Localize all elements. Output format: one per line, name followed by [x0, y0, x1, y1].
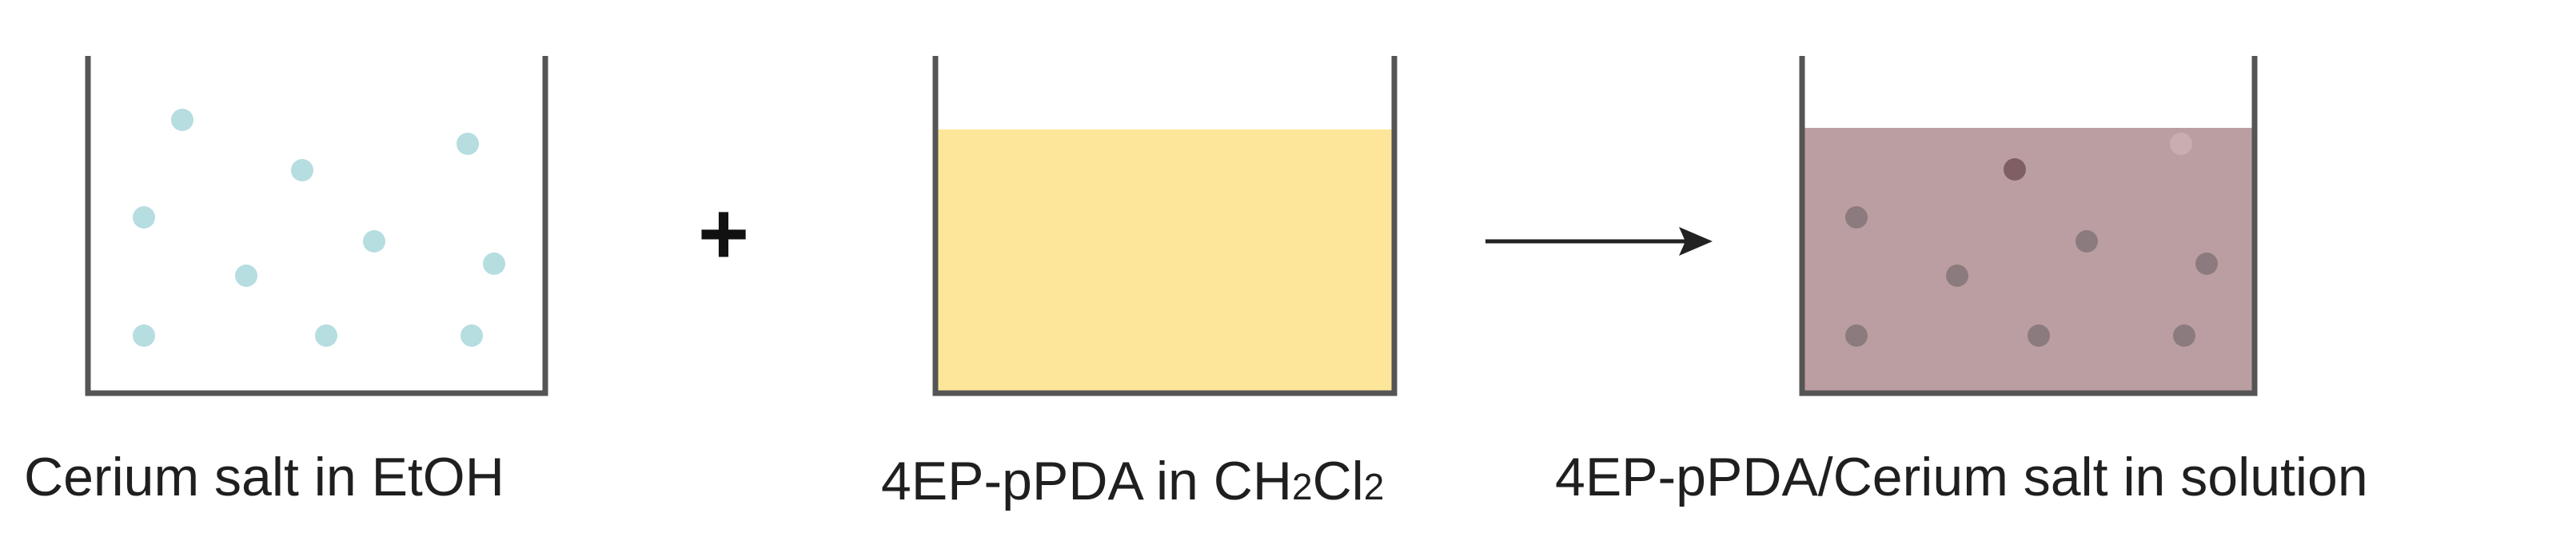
- caption-4ep-ppda-part2: Cl: [1313, 451, 1364, 511]
- mixed-particle: [1946, 265, 1968, 287]
- mixed-particle: [1845, 206, 1868, 229]
- caption-cerium-salt: Cerium salt in EtOH: [24, 447, 504, 507]
- cerium-particle: [235, 265, 257, 287]
- cerium-particle: [171, 109, 193, 131]
- beaker-cerium-salt: [85, 56, 548, 396]
- yellow-solution: [935, 129, 1394, 393]
- beaker-mixed-solution: [1799, 56, 2258, 396]
- caption-mixed-solution: 4EP-pPDA/Cerium salt in solution: [1555, 447, 2368, 507]
- caption-4ep-ppda: 4EP-pPDA in CH2Cl2: [881, 451, 1384, 511]
- arrow-head: [1679, 227, 1713, 256]
- beaker-2-outline: [932, 56, 1398, 396]
- mixed-particle: [2195, 253, 2218, 275]
- mixed-particle: [2076, 230, 2098, 253]
- beaker-1-outline: [85, 56, 548, 396]
- cerium-particle: [461, 324, 483, 347]
- cerium-particle: [291, 159, 313, 181]
- cerium-particle: [483, 253, 505, 275]
- mixed-particle: [2028, 324, 2050, 347]
- mixed-solution: [1802, 128, 2255, 393]
- plus-sign: +: [698, 185, 749, 283]
- cerium-particle: [457, 133, 479, 155]
- caption-4ep-ppda-part1: 4EP-pPDA in CH: [881, 451, 1292, 511]
- mixed-particles: [1845, 133, 2218, 347]
- reaction-arrow: [1485, 227, 1713, 256]
- cerium-particle: [133, 324, 155, 347]
- mixed-particle: [2004, 158, 2026, 181]
- mixed-particle: [1845, 324, 1868, 347]
- caption-4ep-ppda-sub2: 2: [1364, 466, 1385, 507]
- mixed-particle: [2170, 133, 2192, 155]
- beaker-4ep-ppda: [932, 56, 1398, 396]
- caption-4ep-ppda-sub1: 2: [1292, 466, 1313, 507]
- cerium-particles: [133, 109, 505, 347]
- cerium-particle: [315, 324, 337, 347]
- beaker-3-outline: [1799, 56, 2258, 396]
- cerium-particle: [133, 206, 155, 229]
- cerium-particle: [363, 230, 385, 253]
- mixed-particle: [2173, 324, 2195, 347]
